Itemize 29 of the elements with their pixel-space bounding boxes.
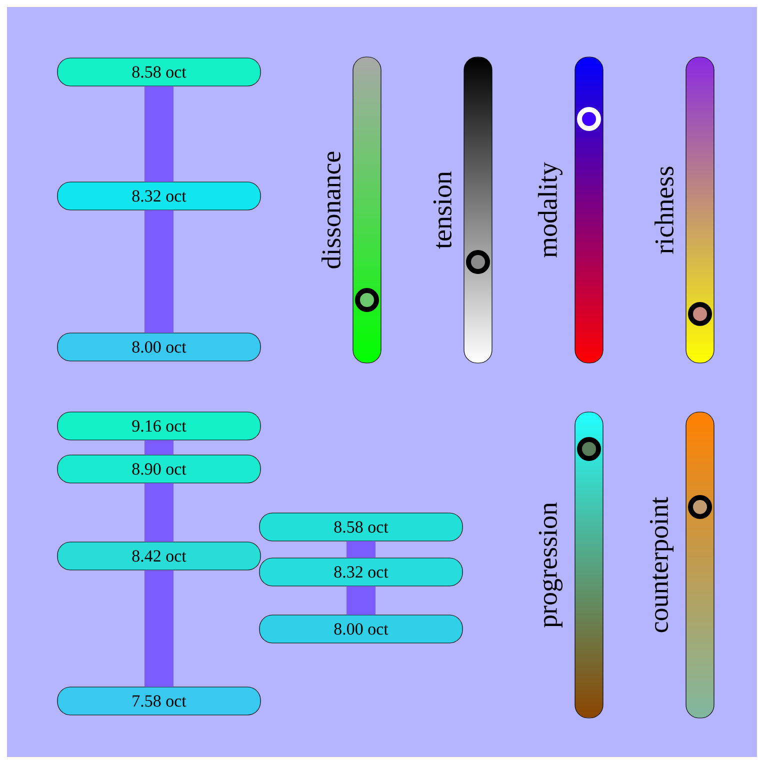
connector-bar	[144, 440, 174, 455]
connector-bar	[144, 483, 174, 542]
connector-bar	[346, 541, 376, 558]
connector-bar	[144, 86, 174, 182]
pitch-pill: 8.00 oct	[57, 332, 261, 362]
pitch-pill: 8.58 oct	[57, 58, 261, 86]
slider-label: counterpoint	[650, 496, 674, 632]
slider-label: tension	[433, 171, 452, 249]
pitch-pill: 8.42 oct	[57, 542, 261, 570]
pitch-pill: 8.90 oct	[57, 454, 261, 484]
slider-label: dissonance	[322, 152, 340, 268]
connector-bar	[144, 570, 174, 687]
pitch-pill: 8.32 oct	[259, 558, 463, 586]
pitch-pill: 8.00 oct	[259, 614, 463, 644]
pitch-pill: 9.16 oct	[57, 412, 261, 440]
connector-bar	[144, 210, 174, 333]
slider-bar	[464, 56, 492, 364]
pitch-pill: 8.58 oct	[259, 512, 463, 542]
pitch-pill: 7.58 oct	[57, 686, 261, 716]
slider-label: modality	[538, 162, 563, 258]
slider-label: richness	[654, 166, 674, 254]
slider-bar	[574, 412, 604, 718]
slider-bar	[574, 56, 604, 364]
connector-bar	[346, 586, 376, 615]
slider-bar	[686, 56, 714, 364]
pitch-pill: 8.32 oct	[57, 182, 261, 210]
slider-label: progression	[538, 502, 563, 628]
slider-bar	[352, 56, 382, 364]
slider-bar	[686, 412, 714, 718]
